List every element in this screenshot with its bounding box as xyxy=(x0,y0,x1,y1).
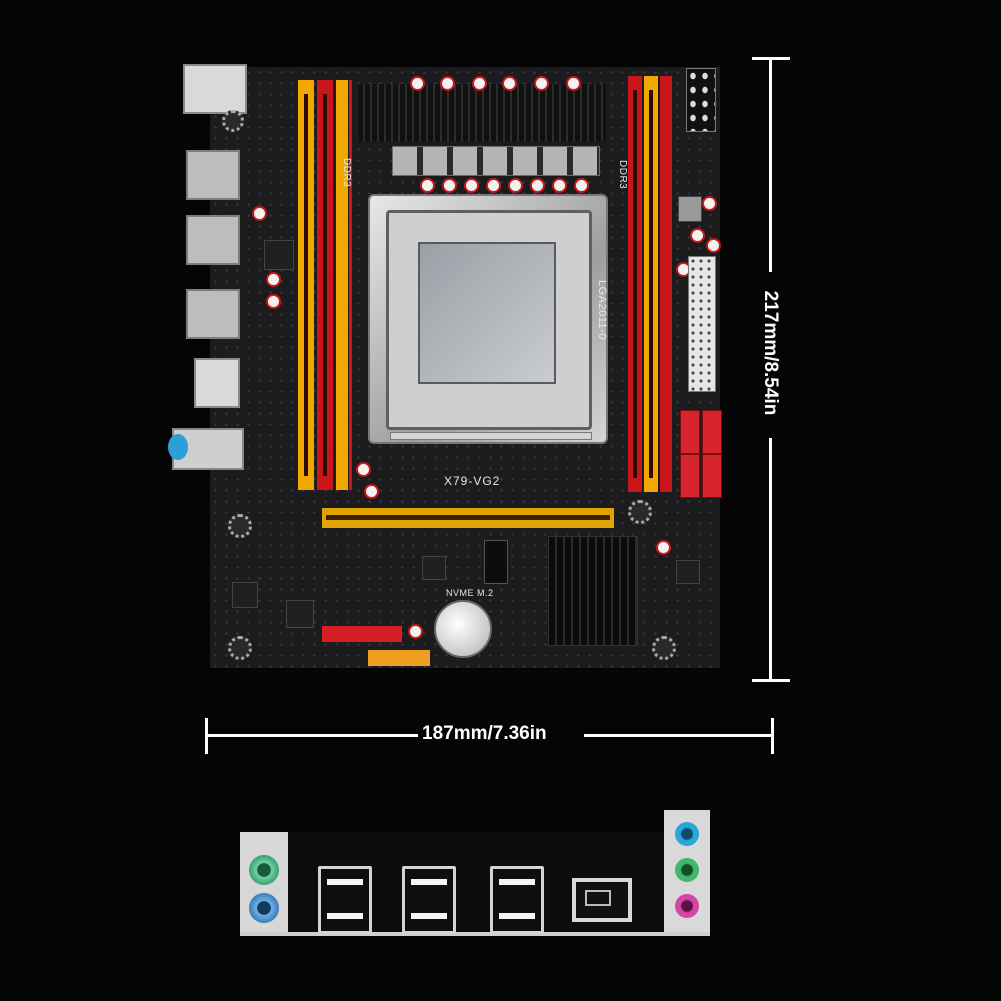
chipset-heatsink xyxy=(548,536,638,646)
sata-port-2 xyxy=(702,410,722,454)
board-lan-port xyxy=(194,358,240,408)
cpu-socket-contacts xyxy=(418,242,556,384)
io-audio-mic xyxy=(675,894,699,918)
sata-port-3 xyxy=(680,454,700,498)
ram-right-label: DDR3 xyxy=(617,160,628,190)
capacitor xyxy=(364,484,379,499)
io-ps2-keyboard-port xyxy=(249,893,279,923)
ram-slot-right-3 xyxy=(660,76,672,492)
sata-port-4 xyxy=(702,454,722,498)
capacitor xyxy=(702,196,717,211)
capacitor xyxy=(472,76,487,91)
board-ps2-port xyxy=(183,64,247,114)
board-usb-port-1 xyxy=(186,150,240,200)
width-tick-right xyxy=(771,718,774,754)
mount-hole xyxy=(652,636,676,660)
io-lan-port xyxy=(572,878,632,922)
chip xyxy=(232,582,258,608)
capacitor xyxy=(566,76,581,91)
io-usb-pair-1 xyxy=(318,866,372,934)
capacitor xyxy=(420,178,435,193)
mount-hole xyxy=(228,636,252,660)
io-audio-line-in xyxy=(675,822,699,846)
capacitor xyxy=(356,462,371,477)
chip xyxy=(678,196,702,222)
capacitor xyxy=(530,178,545,193)
mount-hole xyxy=(228,514,252,538)
pcie-x1-slot xyxy=(322,626,402,642)
board-usb-port-3 xyxy=(186,289,240,339)
board-usb-port-2 xyxy=(186,215,240,265)
capacitor xyxy=(690,228,705,243)
socket-label: LGA2011-0 xyxy=(596,280,608,340)
chip xyxy=(422,556,446,580)
height-dimension-line-top xyxy=(769,58,772,272)
capacitor xyxy=(486,178,501,193)
capacitor xyxy=(266,294,281,309)
io-usb-pair-2 xyxy=(402,866,456,934)
io-ps2-mouse-port xyxy=(249,855,279,885)
capacitor xyxy=(552,178,567,193)
m2-slot xyxy=(484,540,508,584)
width-dimension-line-right xyxy=(584,734,774,737)
io-audio-line-out xyxy=(675,858,699,882)
capacitor xyxy=(252,206,267,221)
mount-hole xyxy=(628,500,652,524)
chip xyxy=(264,240,294,270)
mount-hole xyxy=(222,110,244,132)
width-dimension-label: 187mm/7.36in xyxy=(422,723,547,744)
width-dimension-line-left xyxy=(206,734,418,737)
capacitor xyxy=(440,76,455,91)
ram-left-label: DDR3 xyxy=(341,158,352,188)
io-lan-connector-icon xyxy=(585,890,611,906)
capacitor xyxy=(706,238,721,253)
capacitor xyxy=(408,624,423,639)
capacitor xyxy=(266,272,281,287)
capacitor xyxy=(410,76,425,91)
usb3-header xyxy=(368,650,430,666)
capacitor xyxy=(574,178,589,193)
capacitor xyxy=(534,76,549,91)
capacitor xyxy=(656,540,671,555)
model-label: X79-VG2 xyxy=(444,474,501,488)
socket-lever xyxy=(390,432,592,440)
m2-label: NVME M.2 xyxy=(446,588,494,598)
height-tick-bottom xyxy=(752,679,790,682)
cpu-power-connector xyxy=(686,68,716,132)
sata-port-1 xyxy=(680,410,700,454)
io-shield xyxy=(240,832,710,936)
vrm-heatsink xyxy=(358,84,606,142)
board-audio-jack-icon xyxy=(168,434,188,460)
ram-slot-left-3 xyxy=(336,80,348,490)
io-usb-pair-3 xyxy=(490,866,544,934)
height-dimension-label: 217mm/8.54in xyxy=(760,290,781,416)
capacitor xyxy=(502,76,517,91)
height-dimension-line-bottom xyxy=(769,438,772,682)
capacitor xyxy=(464,178,479,193)
vrm-chokes xyxy=(392,146,600,176)
capacitor xyxy=(442,178,457,193)
chip xyxy=(676,560,700,584)
chip xyxy=(286,600,314,628)
width-tick-left xyxy=(205,718,208,754)
height-tick-top xyxy=(752,57,790,60)
cmos-battery xyxy=(434,600,492,658)
atx-power-connector xyxy=(688,256,716,392)
capacitor xyxy=(508,178,523,193)
